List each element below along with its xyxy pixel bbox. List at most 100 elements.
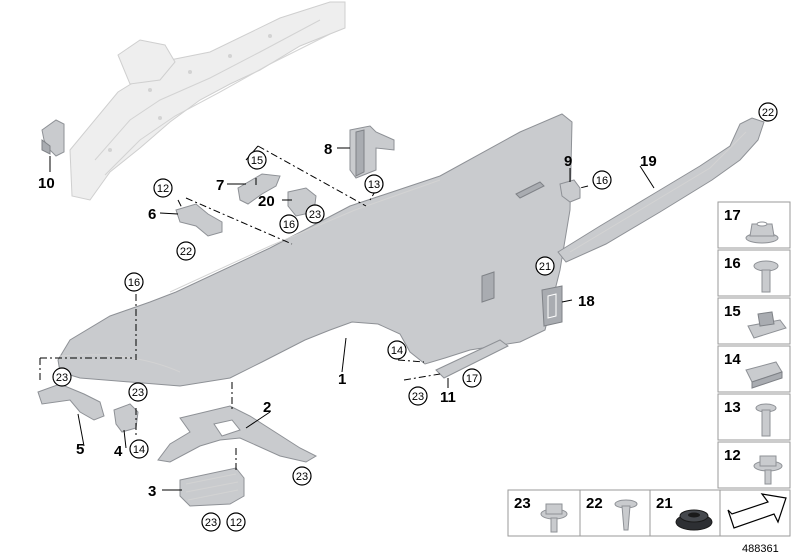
callout-22-left: 22 <box>176 241 196 261</box>
hex-collar-bolt-icon <box>540 503 568 533</box>
svg-text:23: 23 <box>412 391 424 403</box>
label-7: 7 <box>216 177 224 194</box>
svg-text:17: 17 <box>466 373 478 385</box>
callout-22-right: 22 <box>758 102 778 122</box>
fastener-box-13: 13 <box>717 393 791 441</box>
callout-21: 21 <box>535 256 555 276</box>
label-4: 4 <box>114 443 123 460</box>
bracket-9 <box>559 179 581 203</box>
svg-text:22: 22 <box>762 107 774 119</box>
strip-11 <box>435 339 509 379</box>
svg-text:21: 21 <box>539 261 551 273</box>
dash-lines <box>39 145 589 470</box>
svg-text:23: 23 <box>309 209 321 221</box>
part-labels: 1 2 3 4 5 6 7 8 9 10 11 18 19 20 <box>38 141 657 500</box>
callout-16-right: 16 <box>592 170 612 190</box>
fastener-box-17: 17 <box>717 201 791 249</box>
label-3: 3 <box>148 483 156 500</box>
badge-18 <box>541 285 563 327</box>
rubber-grommet-icon <box>675 509 713 531</box>
label-6: 6 <box>148 206 156 223</box>
fastener-box-22: 22 <box>579 489 651 537</box>
svg-text:12: 12 <box>157 183 169 195</box>
flange-nut-icon <box>745 221 779 244</box>
svg-text:16: 16 <box>724 255 741 272</box>
callout-23-left: 23 <box>52 367 72 387</box>
svg-text:13: 13 <box>368 179 380 191</box>
bracket-7 <box>237 173 281 205</box>
label-2: 2 <box>263 399 271 416</box>
bracket-8 <box>349 125 395 179</box>
svg-text:21: 21 <box>656 495 673 512</box>
svg-text:23: 23 <box>132 387 144 399</box>
fastener-box-arrow <box>719 489 791 537</box>
bracket-4 <box>113 403 139 433</box>
label-11: 11 <box>440 389 456 406</box>
document-number: 488361 <box>742 543 779 555</box>
svg-text:17: 17 <box>724 207 741 224</box>
svg-text:13: 13 <box>724 399 741 416</box>
callout-23-bottom: 23 <box>201 512 221 532</box>
label-9: 9 <box>564 153 572 170</box>
fastener-box-23: 23 <box>507 489 581 537</box>
label-10: 10 <box>38 175 55 192</box>
callout-23-mid: 23 <box>408 386 428 406</box>
label-19: 19 <box>640 153 657 170</box>
callouts: 12 22 15 23 16 13 16 16 <box>52 102 778 532</box>
svg-text:22: 22 <box>180 246 192 258</box>
svg-text:23: 23 <box>514 495 531 512</box>
fastener-box-14: 14 <box>717 345 791 393</box>
svg-text:15: 15 <box>724 303 741 320</box>
svg-text:16: 16 <box>596 175 608 187</box>
svg-text:16: 16 <box>128 277 140 289</box>
svg-text:16: 16 <box>283 219 295 231</box>
torx-bolt-icon <box>755 403 777 437</box>
label-18: 18 <box>578 293 595 310</box>
spring-nut-icon <box>745 361 783 389</box>
svg-text:14: 14 <box>724 351 741 368</box>
svg-text:23: 23 <box>296 471 308 483</box>
side-sill-ghost <box>69 1 346 201</box>
svg-text:14: 14 <box>133 444 145 456</box>
leader-lines <box>49 147 655 491</box>
svg-text:12: 12 <box>230 517 242 529</box>
label-1: 1 <box>338 371 346 388</box>
svg-text:23: 23 <box>205 517 217 529</box>
callout-15: 15 <box>247 150 267 170</box>
fastener-box-16: 16 <box>717 249 791 297</box>
callout-23-support: 23 <box>292 466 312 486</box>
callout-12-top: 12 <box>153 178 173 198</box>
label-5: 5 <box>76 441 84 458</box>
fastener-box-12: 12 <box>717 441 791 489</box>
bracket-6 <box>175 203 223 237</box>
callout-12-bottom: 12 <box>226 512 246 532</box>
bracket-5 <box>37 383 105 421</box>
clip-nut-icon <box>747 311 787 339</box>
cover-3 <box>179 467 245 507</box>
fastener-box-15: 15 <box>717 297 791 345</box>
svg-text:23: 23 <box>56 372 68 384</box>
support-2 <box>157 405 318 463</box>
callout-23-bracket4: 23 <box>128 382 148 402</box>
tapping-screw-icon <box>614 499 638 531</box>
bracket-10 <box>41 119 65 157</box>
svg-text:14: 14 <box>391 345 403 357</box>
svg-text:22: 22 <box>586 495 603 512</box>
callout-17: 17 <box>462 368 482 388</box>
strut-19 <box>557 117 765 263</box>
callout-23-top: 23 <box>305 204 325 224</box>
callout-13: 13 <box>364 174 384 194</box>
label-8: 8 <box>324 141 332 158</box>
callout-16-left: 16 <box>124 272 144 292</box>
svg-text:12: 12 <box>724 447 741 464</box>
expanding-rivet-icon <box>753 260 779 293</box>
callout-14-low: 14 <box>129 439 149 459</box>
arrow-indicator-icon <box>727 493 787 529</box>
callout-14-mid: 14 <box>387 340 407 360</box>
hex-collar-screw-icon <box>753 455 783 485</box>
label-20: 20 <box>258 193 275 210</box>
fastener-box-21: 21 <box>649 489 721 537</box>
callout-16-mid: 16 <box>279 214 299 234</box>
fastener-panel: 17 16 15 14 <box>507 201 791 537</box>
